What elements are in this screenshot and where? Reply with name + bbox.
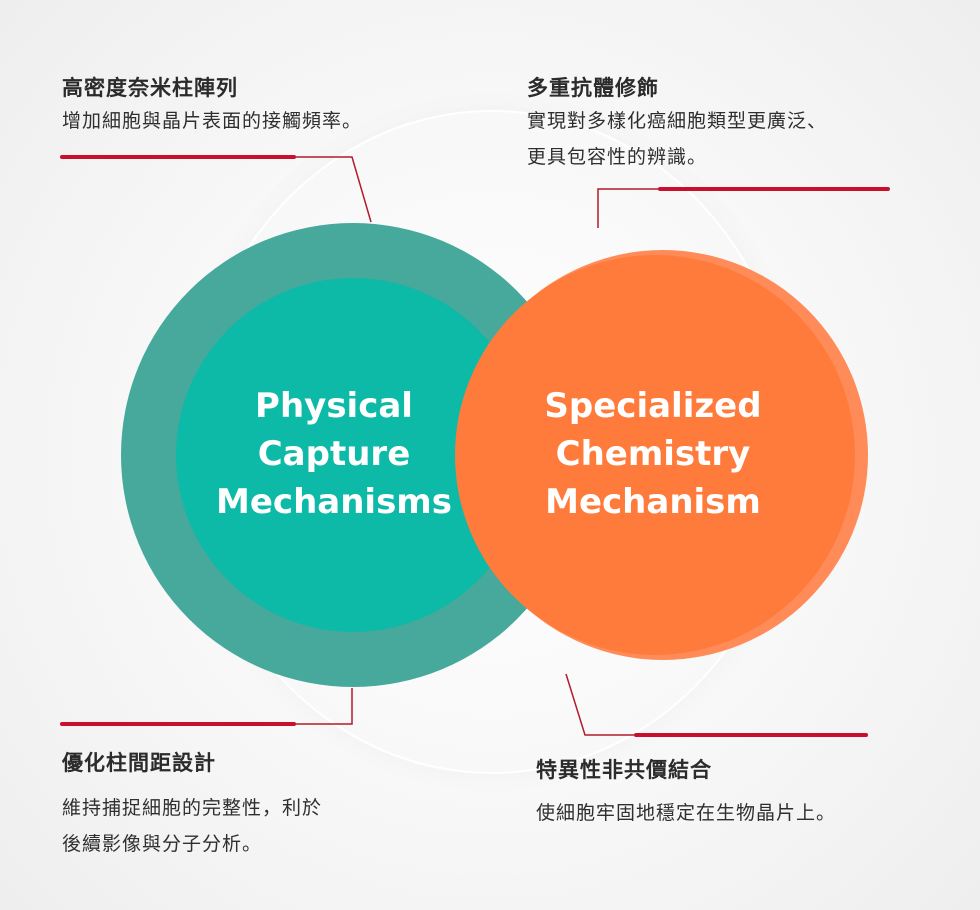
left-circle-label: Physical Capture Mechanisms xyxy=(184,382,484,526)
callout-body-line: 使細胞牢固地穩定在生物晶片上。 xyxy=(536,802,837,824)
callout-title: 高密度奈米柱陣列 xyxy=(62,76,238,100)
callout-body-line: 更具包容性的辨識。 xyxy=(527,146,708,168)
right-label-line-1: Specialized xyxy=(544,386,762,426)
leader-line-top-right xyxy=(597,188,660,228)
callout-body-line: 維持捕捉細胞的完整性，利於 xyxy=(62,797,323,819)
callout-top-right: 多重抗體修飾 實現對多樣化癌細胞類型更廣泛、 更具包容性的辨識。 xyxy=(527,73,827,175)
callout-bottom-left: 優化柱間距設計 維持捕捉細胞的完整性，利於 後續影像與分子分析。 xyxy=(62,748,322,862)
left-inner-circle xyxy=(176,278,530,632)
right-core-circle xyxy=(455,255,855,655)
leader-line-top-left xyxy=(294,156,372,223)
left-label-line-3: Mechanisms xyxy=(216,482,452,522)
callout-title: 多重抗體修飾 xyxy=(527,76,659,100)
callout-top-left: 高密度奈米柱陣列 增加細胞與晶片表面的接觸頻率。 xyxy=(62,73,362,139)
callout-body-line: 實現對多樣化癌細胞類型更廣泛、 xyxy=(527,110,828,132)
right-circle-label: Specialized Chemistry Mechanism xyxy=(503,382,803,526)
right-label-line-3: Mechanism xyxy=(545,482,761,522)
right-label-line-2: Chemistry xyxy=(555,434,751,474)
callout-body-line: 增加細胞與晶片表面的接觸頻率。 xyxy=(62,110,363,132)
left-label-line-1: Physical xyxy=(255,386,413,426)
left-label-line-2: Capture xyxy=(257,434,411,474)
leader-line-bottom-left xyxy=(294,688,353,725)
callout-body-line: 後續影像與分子分析。 xyxy=(62,833,263,855)
callout-bottom-right: 特異性非共價結合 使細胞牢固地穩定在生物晶片上。 xyxy=(536,755,836,831)
leader-line-bottom-right xyxy=(565,673,636,736)
callout-title: 特異性非共價結合 xyxy=(536,758,712,782)
callout-title: 優化柱間距設計 xyxy=(62,751,216,775)
